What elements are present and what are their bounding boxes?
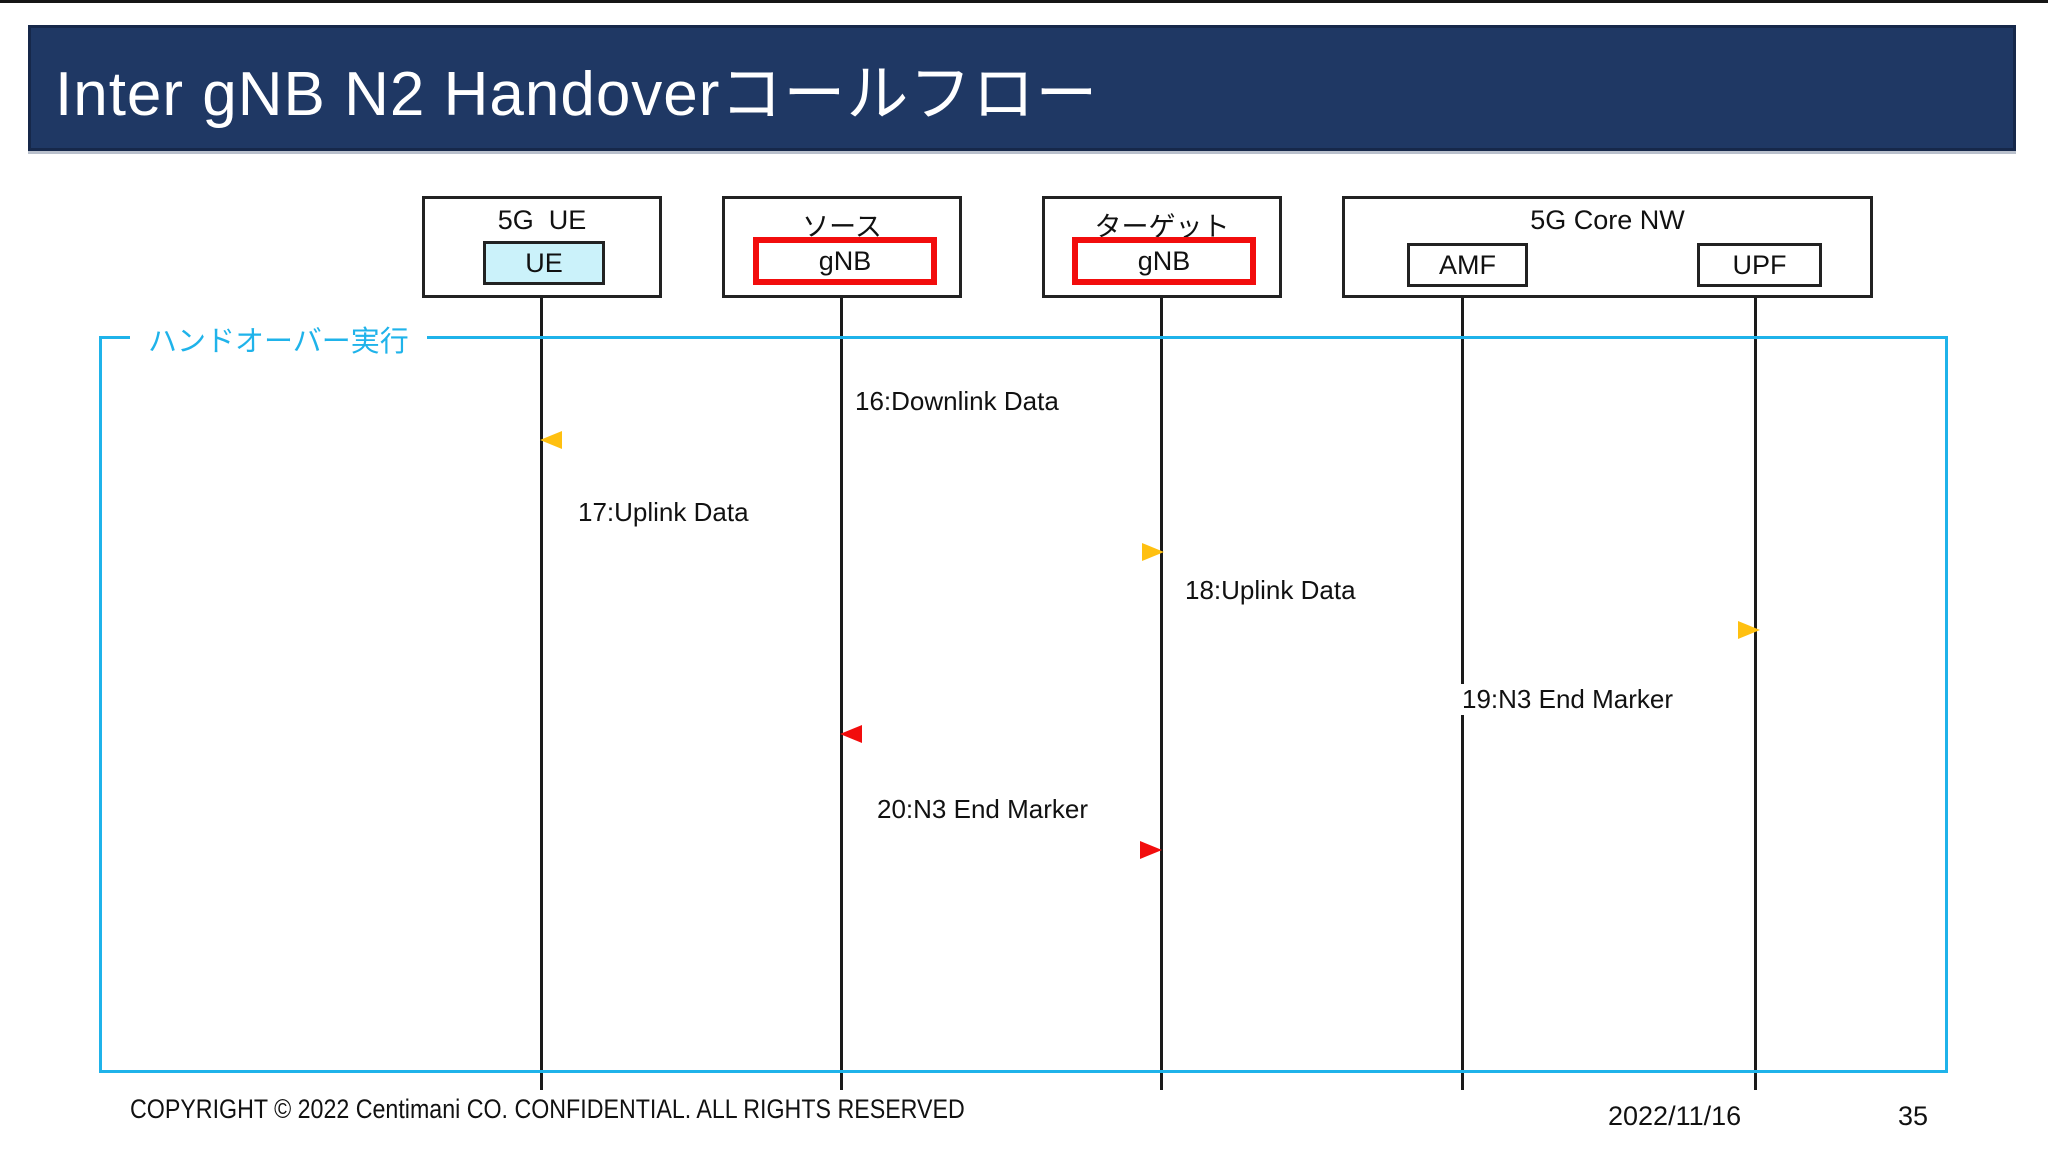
message-16-label: 16:Downlink Data (850, 386, 1064, 417)
message-17-label: 17:Uplink Data (573, 497, 754, 528)
page-number: 35 (1898, 1101, 1929, 1131)
message-20-label: 20:N3 End Marker (872, 794, 1093, 825)
node-gnb-source: gNB (753, 237, 937, 285)
lifeline-ue (540, 282, 543, 1090)
footer-date: 2022/11/16 (1608, 1101, 1742, 1131)
entity-group-5g-ue: 5G UE UE (422, 196, 662, 298)
entity-group-title: 5G UE (497, 205, 587, 235)
message-18-label: 18:Uplink Data (1180, 575, 1361, 606)
handover-execution-label: ハンドオーバー実行 (130, 318, 427, 360)
message-16-arrow-line (560, 437, 1162, 442)
page-title: Inter gNB N2 Handoverコールフロー (55, 60, 1099, 129)
copyright-text: COPYRIGHT © 2022 Centimani CO. CONFIDENT… (130, 1094, 965, 1124)
node-gnb-target: gNB (1072, 237, 1256, 285)
node-upf: UPF (1697, 243, 1822, 287)
entity-group-title: 5G Core NW (1530, 205, 1685, 235)
lifeline-upf (1754, 282, 1757, 1090)
message-17-arrowhead-right (1142, 543, 1164, 561)
top-border-line (0, 0, 2048, 3)
lifeline-target-gnb (1160, 282, 1163, 1090)
message-19-arrowhead-left (840, 725, 862, 743)
message-20-arrow-line (842, 847, 1142, 852)
title-bar: Inter gNB N2 Handoverコールフロー (28, 25, 2016, 151)
entity-group-source: ソース gNB (722, 196, 962, 298)
entity-group-target: ターゲット gNB (1042, 196, 1282, 298)
message-18-arrowhead-right (1738, 621, 1760, 639)
message-19-label: 19:N3 End Marker (1457, 684, 1678, 715)
node-amf: AMF (1407, 243, 1528, 287)
message-19-arrow-line (860, 731, 1757, 736)
message-16-arrowhead-left (540, 431, 562, 449)
handover-execution-frame (99, 336, 1948, 1073)
message-17-arrow-line (542, 549, 1144, 554)
message-18-arrow-line (1162, 627, 1738, 632)
node-ue: UE (483, 241, 605, 285)
message-20-arrowhead-right (1140, 841, 1162, 859)
lifeline-source-gnb (840, 282, 843, 1090)
entity-group-5g-core-nw: 5G Core NW AMF UPF (1342, 196, 1873, 298)
